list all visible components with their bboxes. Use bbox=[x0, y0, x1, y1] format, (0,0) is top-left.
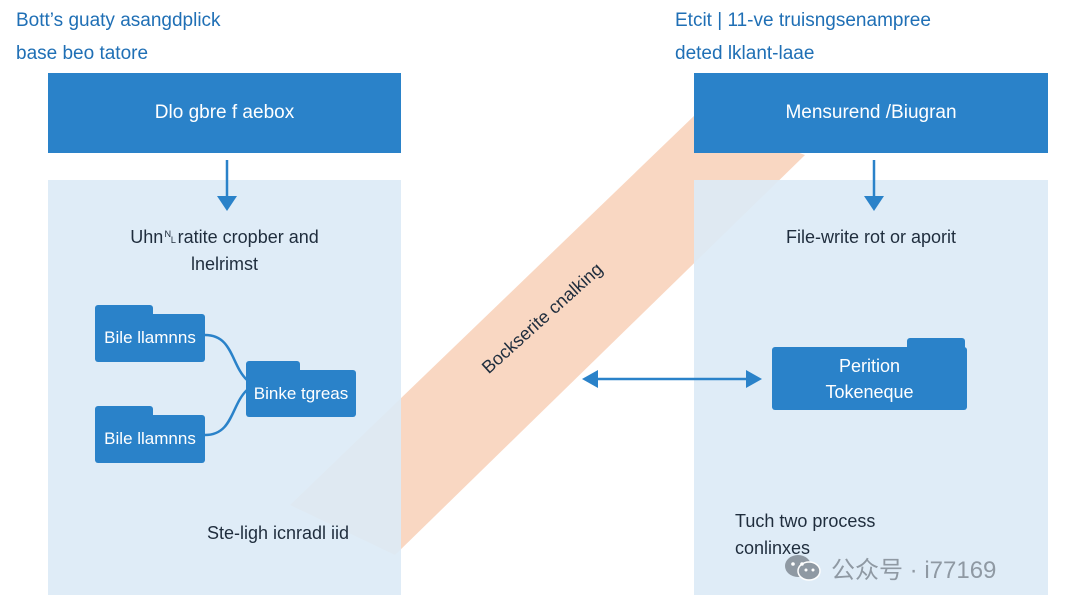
folder-right-line1: Perition bbox=[838, 355, 901, 376]
folder-top[interactable]: Bile llamnns bbox=[95, 305, 205, 362]
right-footer-line1: Tuch two process bbox=[735, 511, 876, 531]
right-header-box[interactable]: Mensurend /Biugran bbox=[694, 73, 1048, 153]
folder-bottom[interactable]: Bile llamnns bbox=[95, 406, 205, 463]
left-caption-line2: base beo tatore bbox=[16, 43, 149, 64]
right-footer-line2: conlinxes bbox=[735, 538, 811, 558]
folder-merge-label: Binke tgreas bbox=[246, 370, 356, 417]
folder-top-label: Bile llamnns bbox=[95, 314, 205, 362]
left-body-text: Uhn␤ratite cropber and lnelrimst bbox=[48, 224, 401, 278]
watermark-text: 公众号 · i77169 bbox=[831, 557, 997, 584]
folder-bottom-label: Bile llamnns bbox=[95, 415, 205, 463]
folder-right-label: Perition Tokeneque bbox=[772, 347, 967, 410]
left-footer-text: Ste-ligh icnradl iid bbox=[207, 523, 350, 543]
left-body-line1: Uhn␤ratite cropber and bbox=[130, 227, 319, 247]
folder-right-line2: Tokeneque bbox=[825, 381, 914, 402]
watermark: 公众号 · i77169 bbox=[783, 550, 996, 585]
double-arrow-icon bbox=[582, 370, 762, 388]
right-body-text: File-write rot or aporit bbox=[785, 227, 957, 247]
wechat-icon bbox=[785, 554, 821, 581]
folder-merge[interactable]: Binke tgreas bbox=[246, 361, 356, 417]
right-header-label: Mensurend /Biugran bbox=[785, 102, 957, 123]
right-caption-line2: deted lklant-laae bbox=[675, 43, 815, 64]
left-down-arrow-icon bbox=[217, 160, 237, 211]
folder-right[interactable]: Perition Tokeneque bbox=[772, 338, 967, 410]
right-down-arrow-icon bbox=[864, 160, 884, 211]
right-footer-text: Tuch two process conlinxes bbox=[735, 508, 875, 562]
left-body-line2: lnelrimst bbox=[190, 254, 258, 274]
left-header-box[interactable]: Dlo gbre f aebox bbox=[48, 73, 401, 153]
merge-connector bbox=[204, 333, 248, 437]
left-header-label: Dlo gbre f aebox bbox=[154, 102, 295, 123]
right-caption-line1: Etcit | 11-ve truisngsenampree bbox=[675, 10, 931, 31]
left-caption-line1: Bott’s guaty asangdplick bbox=[16, 10, 221, 31]
